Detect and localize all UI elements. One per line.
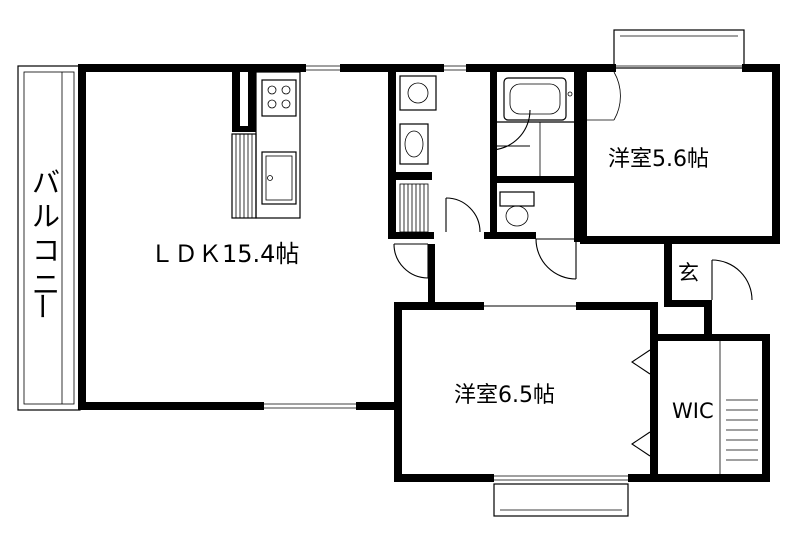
room-label-bedroom-2: 洋室6.5帖 [454,383,555,408]
balcony-char: ー [25,292,58,320]
bay-window-top [613,29,745,69]
balcony-char: バ [32,166,60,199]
room-label-bedroom-1: 洋室5.6帖 [608,147,709,172]
balcony-char: ニ [32,268,60,301]
kitchen [231,71,301,219]
room-label-wic: WIC [672,399,714,423]
balcony-char: コ [32,234,60,267]
doors [393,71,758,474]
sanitary [399,75,574,233]
windows [264,65,742,481]
room-label-ldk: ＬＤＫ15.4帖 [150,240,299,268]
balcony-label: バ ル コ ニ ー [25,166,60,320]
walls [78,64,780,482]
bay-window-bottom [493,483,629,517]
balcony-char: ル [32,200,60,233]
room-label-entrance: 玄 [678,261,699,285]
